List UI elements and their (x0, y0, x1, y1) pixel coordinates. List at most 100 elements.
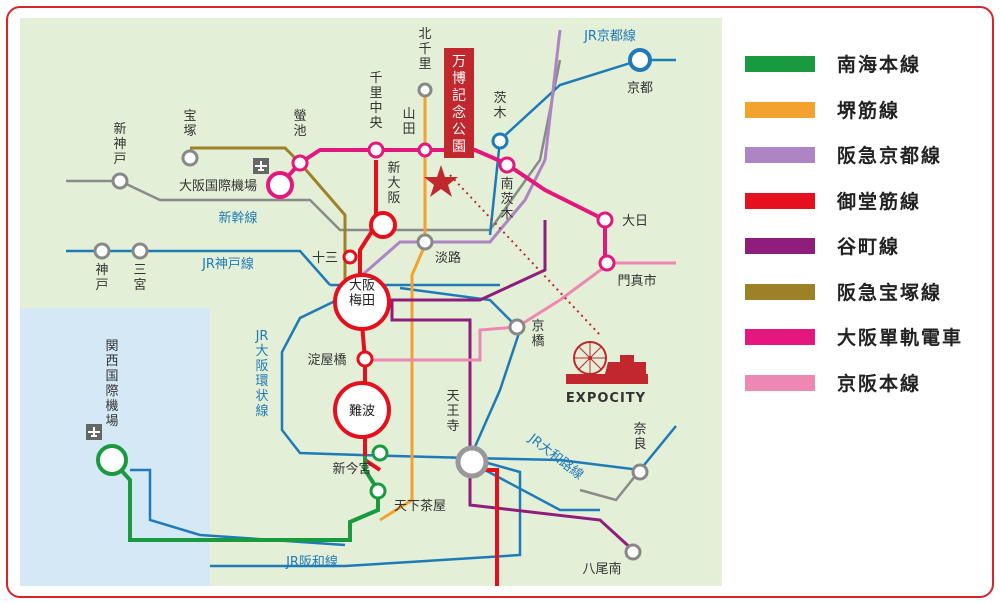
map-label-kansai-airport: 関西国際機場 (105, 339, 118, 429)
legend-item: 阪急宝塚線 (745, 276, 985, 322)
legend-swatch (745, 329, 815, 345)
map-label-senri-chuo: 千里中央 (369, 71, 382, 131)
station-senri-chuo (367, 141, 385, 159)
station-yao-minami (624, 543, 642, 561)
map-label-yao-minami: 八尾南 (582, 561, 621, 577)
map-label-namba: 難波 (349, 404, 375, 419)
legend-item: 阪急京都線 (745, 139, 985, 185)
station-ibaraki (491, 132, 509, 150)
jr-yamatoji-branch (469, 460, 600, 512)
legend-item: 堺筋線 (745, 94, 985, 140)
legend-swatch (745, 283, 815, 300)
legend-swatch (745, 238, 815, 254)
station-kyobashi (508, 318, 526, 336)
map-label-jr-kobe: JR神戸線 (201, 256, 254, 272)
station-sannomiya (131, 242, 149, 260)
map-label-minami-ibaraki: 南茨木 (500, 176, 513, 222)
station-yodoyabashi (356, 350, 374, 368)
station-yamada (417, 142, 433, 158)
map-label-awaji: 淡路 (435, 250, 461, 266)
jr-loop-south (210, 456, 522, 568)
station-kobe (93, 242, 111, 260)
map-label-shin-osaka: 新大阪 (387, 160, 400, 206)
map-label-yamada: 山田 (402, 107, 415, 137)
map-label-nara: 奈良 (633, 422, 646, 452)
map-label-umeda: 大阪梅田 (349, 279, 375, 309)
station-kyoto (628, 48, 652, 72)
station-markers (93, 48, 652, 561)
legend-label: 阪急宝塚線 (837, 281, 943, 304)
sakaisuji-line (379, 90, 427, 522)
map-label-itami-airport: 大阪国際機場 (179, 179, 257, 194)
route-to-expocity (449, 174, 601, 336)
airplane-icon (86, 424, 102, 440)
expocity-logo-text: EXPOCITY (566, 391, 646, 406)
station-kadoma (598, 254, 616, 272)
ferris-wheel-icon (566, 341, 648, 384)
hankyu-kyoto-line (344, 29, 562, 292)
legend-label: 谷町線 (837, 236, 901, 258)
legend-swatch (745, 192, 815, 209)
legend-label: 御堂筋線 (837, 190, 922, 213)
legend-label: 大阪單軌電車 (837, 327, 964, 349)
map-label-kita-senri: 北千里 (418, 27, 431, 72)
station-shin-kobe (111, 172, 129, 190)
station-minami-ibaraki (498, 156, 516, 174)
legend-swatch (745, 56, 815, 72)
map-label-kadoma: 門真市 (617, 273, 656, 289)
legend-item: 南海本線 (745, 48, 985, 94)
station-hotarugaike (291, 154, 309, 172)
map-label-shin-imamiya: 新今宮 (332, 461, 371, 477)
map-label-hotarugaike: 螢池 (293, 109, 306, 139)
station-nara (631, 463, 649, 481)
station-namba (333, 381, 391, 439)
station-awaji (416, 233, 434, 251)
map-label-yodoyabashi: 淀屋橋 (307, 353, 346, 368)
map-label-ibaraki: 茨木 (493, 91, 506, 121)
map-label-kobe: 神戸 (95, 263, 108, 293)
airplane-icon (253, 158, 269, 174)
station-kansai-airport (96, 444, 128, 476)
legend-item: 大阪單軌電車 (745, 321, 985, 367)
map-label-dainichi: 大日 (622, 214, 648, 229)
legend-label: 京阪本線 (837, 372, 922, 395)
legend-swatch (745, 374, 815, 391)
station-umeda (333, 273, 391, 331)
map-label-tennoji: 天王寺 (446, 389, 459, 434)
legend: 南海本線 堺筋線 阪急京都線 御堂筋線 谷町線 阪急宝塚線 大阪單軌電車 京阪本… (745, 48, 985, 412)
station-tennoji (455, 445, 489, 479)
station-takarazuka (181, 149, 199, 167)
station-tengachaya (369, 482, 387, 500)
map-label-kyoto: 京都 (627, 81, 653, 96)
map-label-kyobashi: 京橋 (531, 319, 544, 349)
nankai-line (110, 456, 380, 542)
map-label-sannomiya: 三宮 (133, 263, 146, 293)
legend-swatch (745, 101, 815, 118)
gray-line-nara (579, 469, 641, 502)
banpaku-banner (444, 48, 474, 158)
station-jusou (342, 249, 358, 265)
legend-label: 南海本線 (837, 54, 922, 76)
station-shin-imamiya (371, 444, 389, 462)
tanimachi-line (390, 220, 637, 554)
legend-label: 堺筋線 (837, 99, 901, 122)
map-label-banner: 万博記念公園 (452, 54, 466, 155)
legend-item: 京阪本線 (745, 367, 985, 413)
star-icon (424, 165, 458, 197)
legend-label: 阪急京都線 (837, 145, 943, 167)
map-label-shin-kobe: 新神戸 (113, 121, 126, 167)
jr-loop-west (280, 286, 471, 460)
map-label-shinkansen: 新幹線 (218, 210, 257, 226)
station-dainichi (596, 211, 614, 229)
station-shin-osaka (369, 211, 397, 239)
map-label-jusou: 十三 (312, 251, 338, 266)
map-label-jr-hanwa: JR阪和線 (285, 554, 338, 570)
map-label-takarazuka: 宝塚 (183, 109, 196, 139)
jr-yamatoji-line (469, 425, 677, 472)
station-itami (266, 171, 294, 199)
station-kita-senri (417, 82, 433, 98)
map-label-tengachaya: 天下茶屋 (394, 498, 446, 514)
legend-item: 御堂筋線 (745, 185, 985, 231)
